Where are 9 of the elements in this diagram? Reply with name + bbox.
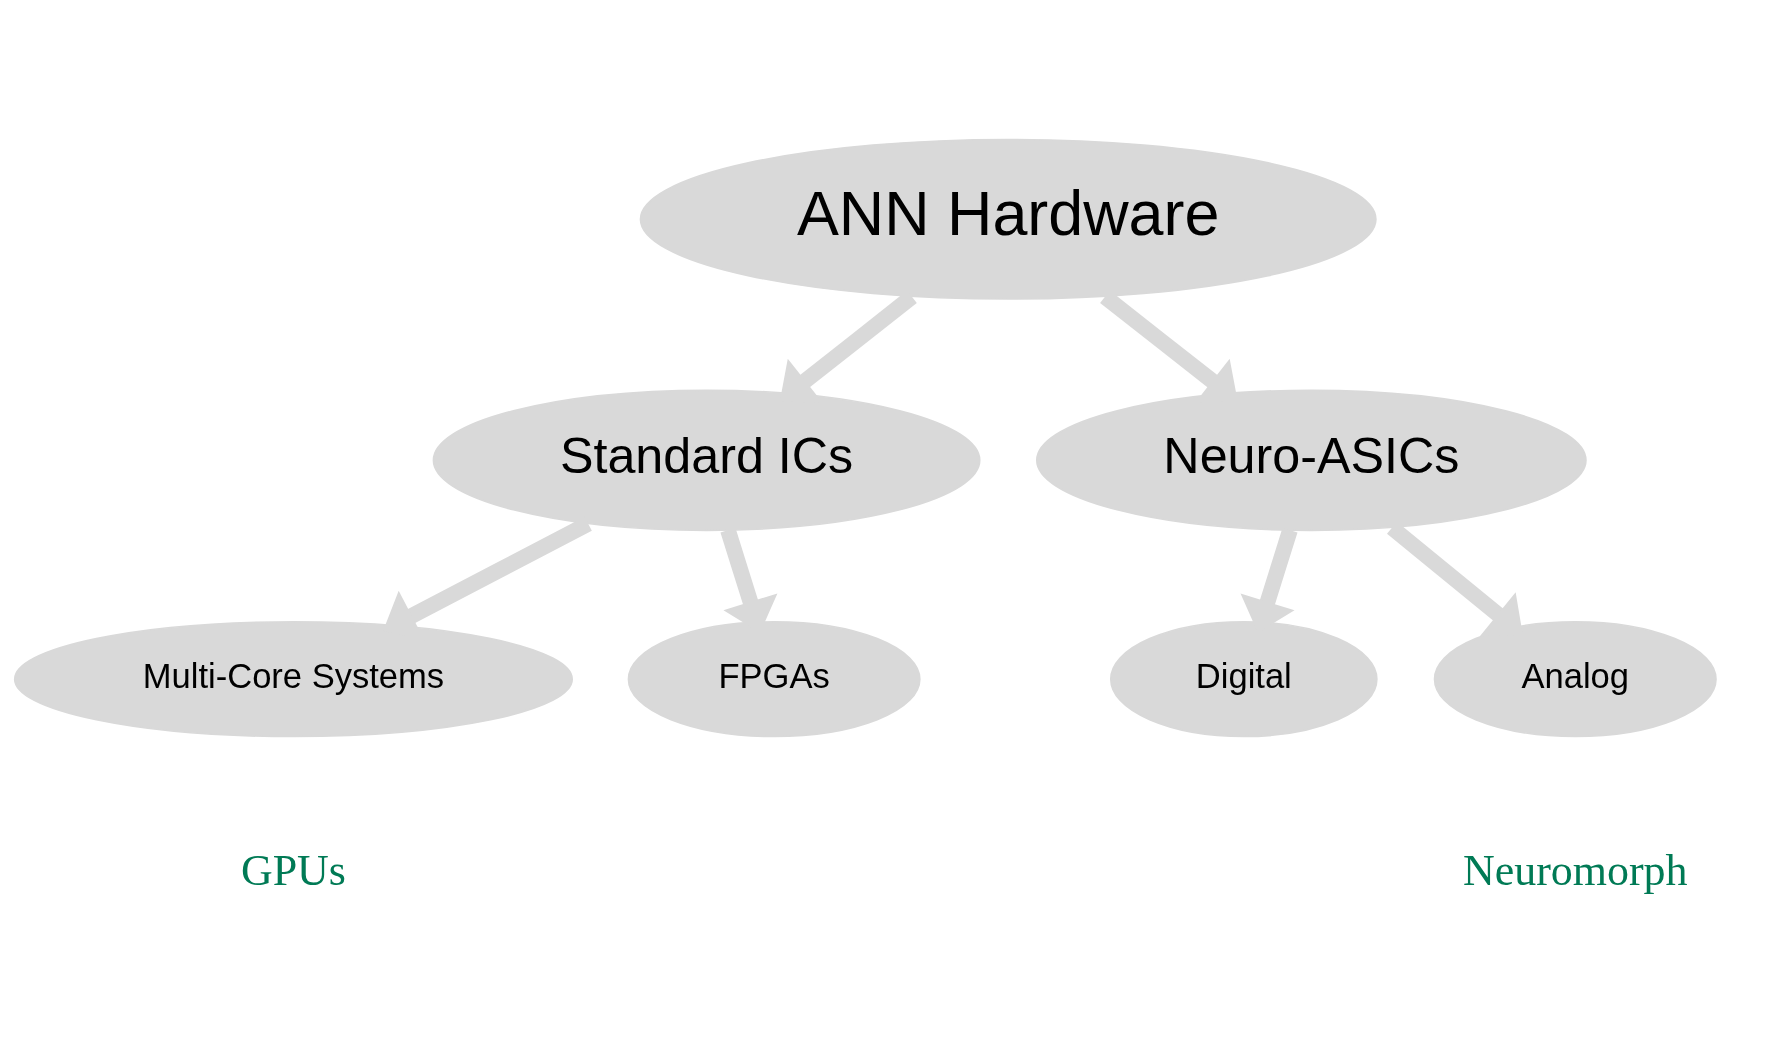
label: Neuromorph — [1462, 845, 1688, 895]
node-ellipse: Multi-Core Systems — [13, 620, 573, 737]
label: GPUs — [240, 845, 346, 895]
node-ellipse: Standard ICs — [432, 388, 981, 531]
node-ellipse: Neuro-ASICs — [1035, 388, 1587, 531]
node-ellipse: FPGAs — [627, 620, 921, 737]
node-ellipse: ANN Hardware — [639, 138, 1377, 300]
node-ellipse: Digital — [1109, 620, 1378, 737]
node-ellipse: Analog — [1433, 620, 1717, 737]
